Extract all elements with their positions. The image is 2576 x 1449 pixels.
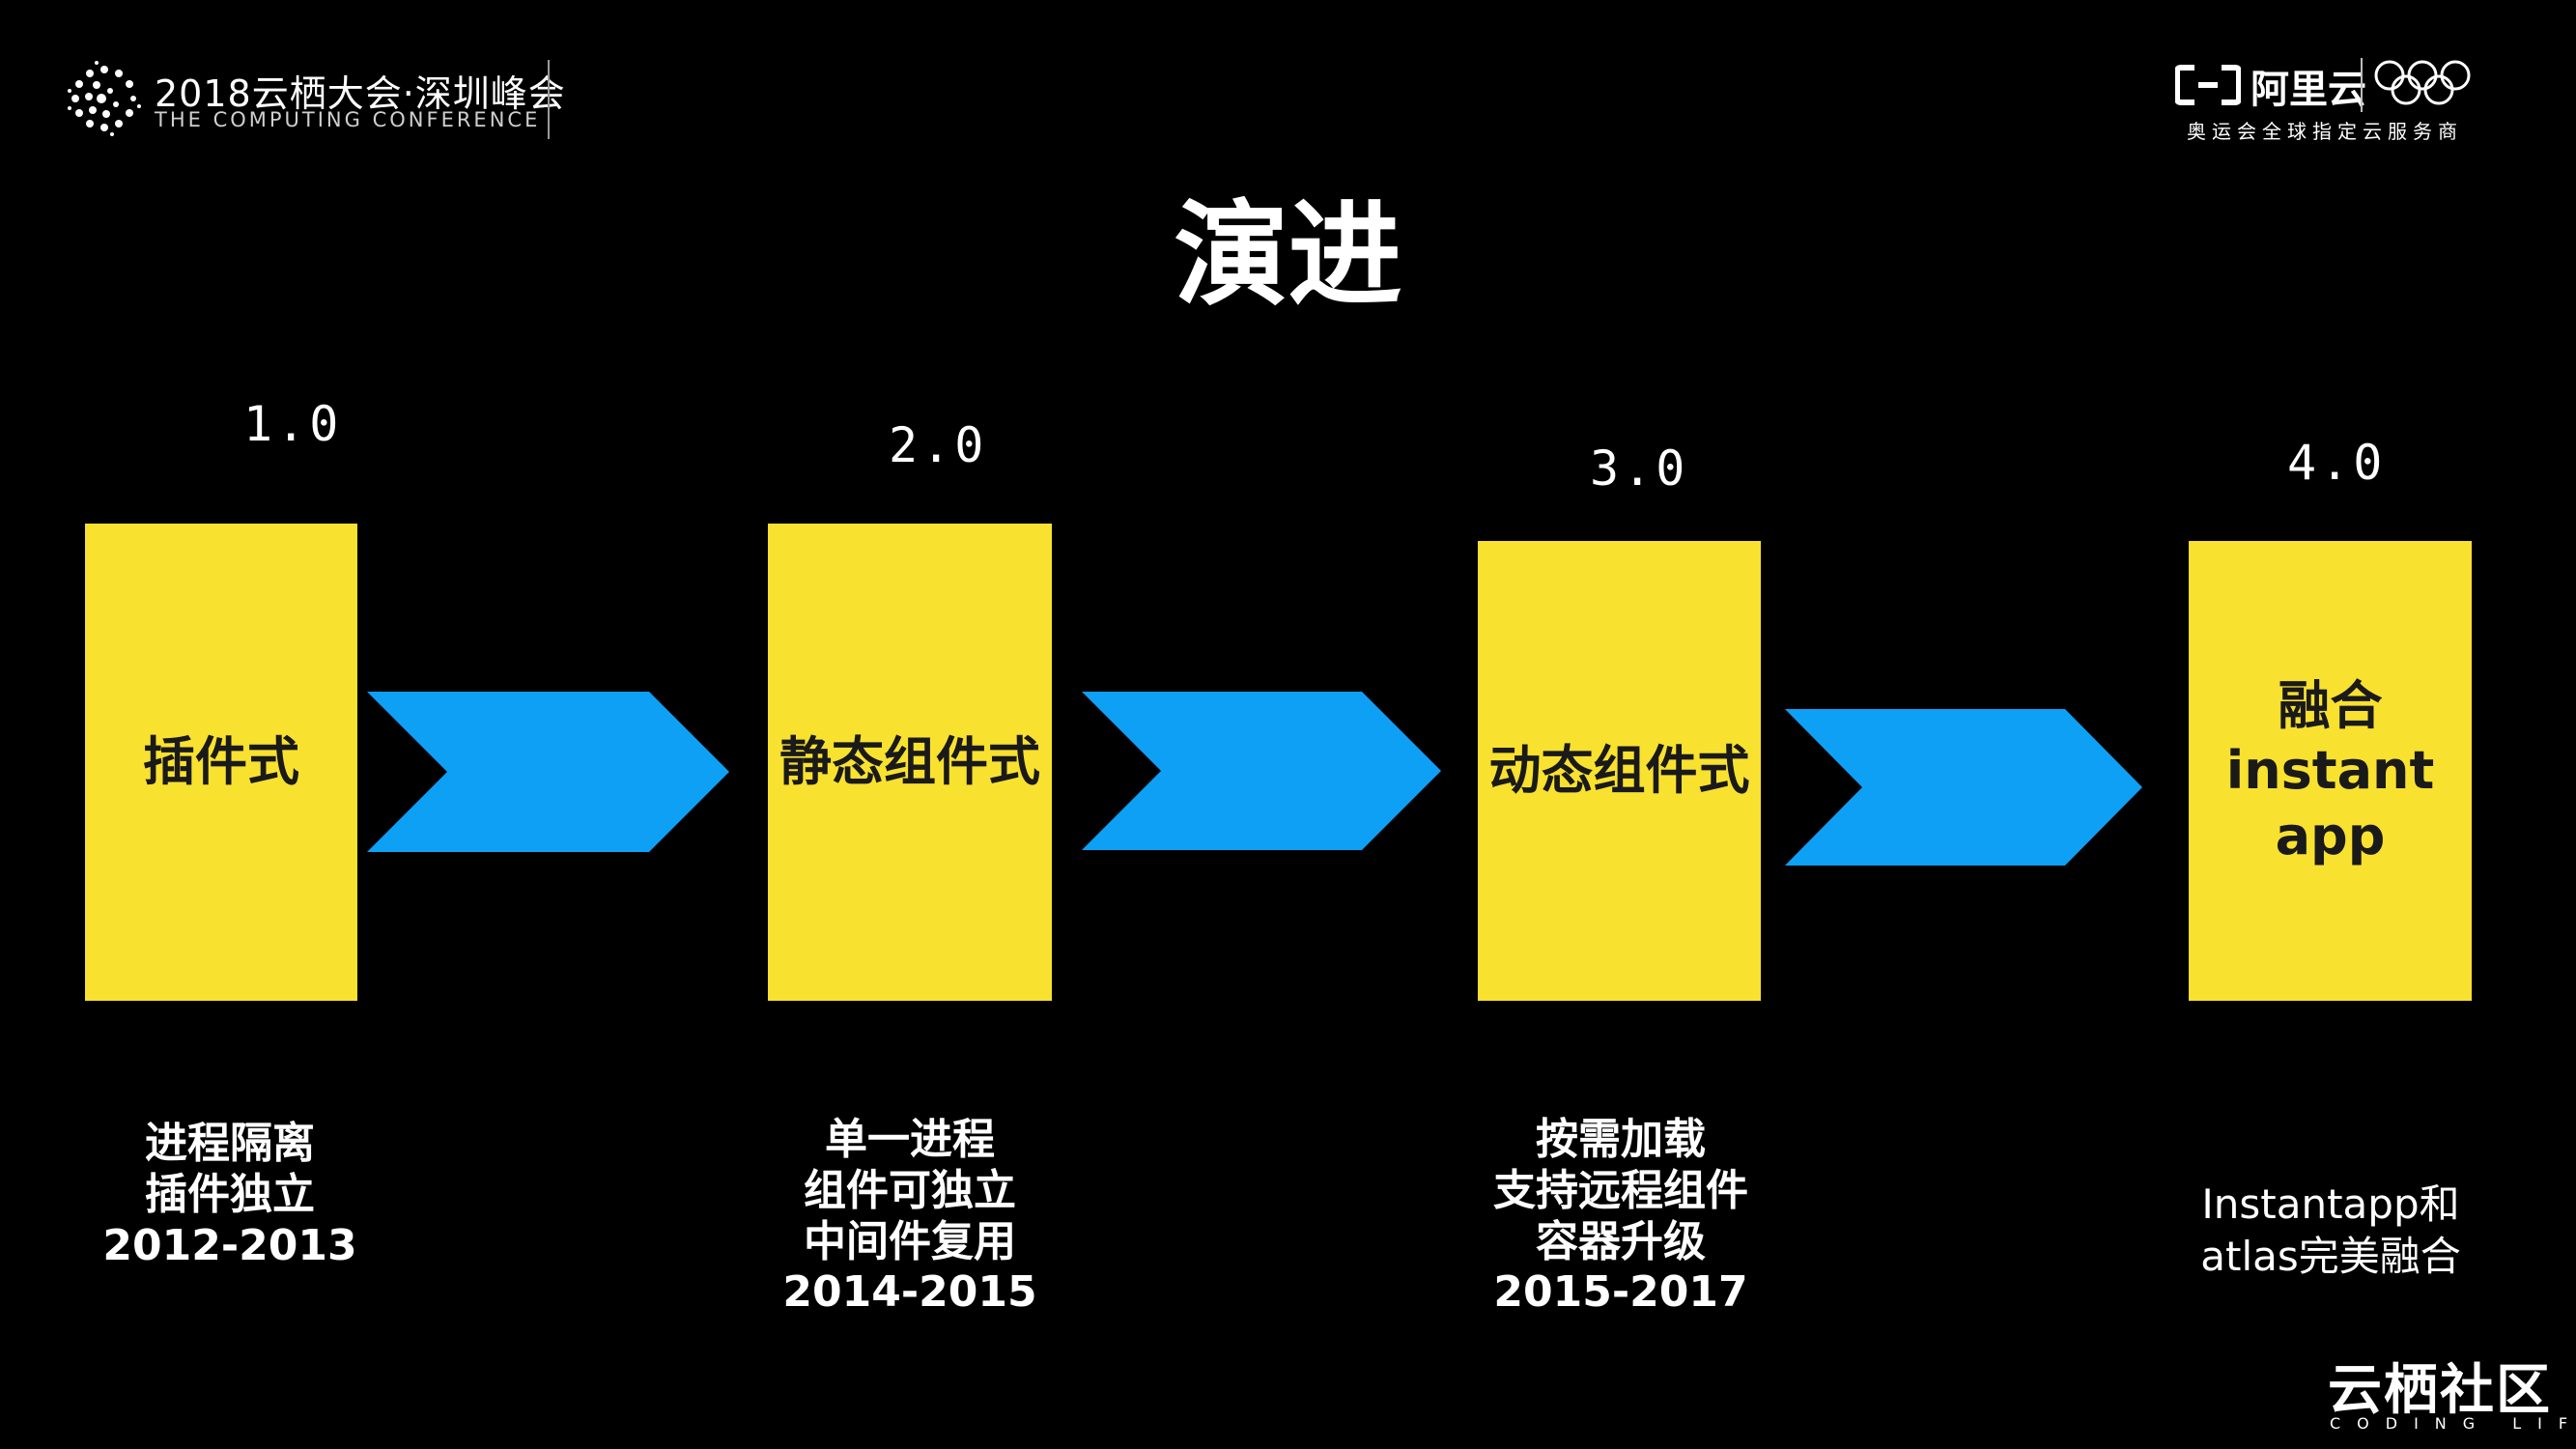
conference-subtitle: THE COMPUTING CONFERENCE — [155, 108, 541, 131]
stage-box-label: 静态组件式 — [779, 731, 1040, 793]
page-title: 演进 — [1174, 188, 1402, 322]
stage-box-1: 插件式 — [85, 524, 357, 1001]
stage-box-2: 静态组件式 — [768, 524, 1052, 1001]
description-line: 容器升级 — [1536, 1216, 1706, 1266]
community-logo-text: 云栖社区 — [2328, 1359, 2552, 1422]
header-divider — [548, 60, 550, 139]
stage-box-label: 插件式 — [143, 731, 299, 793]
version-label-4: 4.0 — [2287, 435, 2387, 491]
conference-logo-icon — [68, 61, 141, 136]
chevron-arrow-icon — [1082, 692, 1441, 850]
stage-description-2: 单一进程 组件可独立 中间件复用 2014-2015 — [763, 1115, 1057, 1319]
stage-box-3: 动态组件式 — [1478, 541, 1761, 1001]
chevron-arrow-icon — [367, 692, 729, 852]
olympic-rings-icon — [2374, 60, 2471, 105]
description-line: 2012-2013 — [102, 1220, 357, 1270]
description-line: 插件独立 — [145, 1169, 315, 1219]
description-line: atlas完美融合 — [2200, 1232, 2461, 1280]
description-line: 2014-2015 — [782, 1267, 1037, 1318]
version-label-3: 3.0 — [1590, 440, 1689, 497]
brand-name: 阿里云 — [2250, 68, 2366, 112]
description-line: 2015-2017 — [1493, 1267, 1748, 1318]
conference-title: 2018云栖大会·深圳峰会 — [155, 72, 566, 115]
version-label-1: 1.0 — [243, 396, 343, 452]
stage-description-3: 按需加载 支持远程组件 容器升级 2015-2017 — [1468, 1115, 1773, 1319]
description-line: 中间件复用 — [804, 1216, 1016, 1266]
description-line: 进程隔离 — [145, 1119, 315, 1168]
stage-box-label: 融合 — [2278, 674, 2383, 736]
brand-divider — [2361, 58, 2363, 112]
stage-box-4: 融合 instant app — [2189, 541, 2472, 1001]
description-line: Instantapp和 — [2201, 1180, 2460, 1228]
stage-description-4: Instantapp和 atlas完美融合 — [2154, 1179, 2507, 1283]
version-label-2: 2.0 — [889, 417, 988, 473]
description-line: 单一进程 — [825, 1115, 995, 1164]
description-line: 支持远程组件 — [1493, 1165, 1748, 1215]
stage-box-label: instant — [2225, 740, 2435, 802]
brand-tagline: 奥运会全球指定云服务商 — [2187, 120, 2463, 143]
stage-box-label: app — [2275, 805, 2386, 867]
chevron-arrow-icon — [1785, 709, 2142, 866]
description-line: 按需加载 — [1536, 1115, 1706, 1164]
aliyun-logo-icon — [2175, 65, 2241, 105]
description-line: 组件可独立 — [804, 1165, 1016, 1215]
stage-box-label: 动态组件式 — [1488, 740, 1750, 802]
stage-description-1: 进程隔离 插件独立 2012-2013 — [85, 1119, 375, 1271]
community-logo-subtitle: CODING LIFE — [2330, 1414, 2576, 1433]
